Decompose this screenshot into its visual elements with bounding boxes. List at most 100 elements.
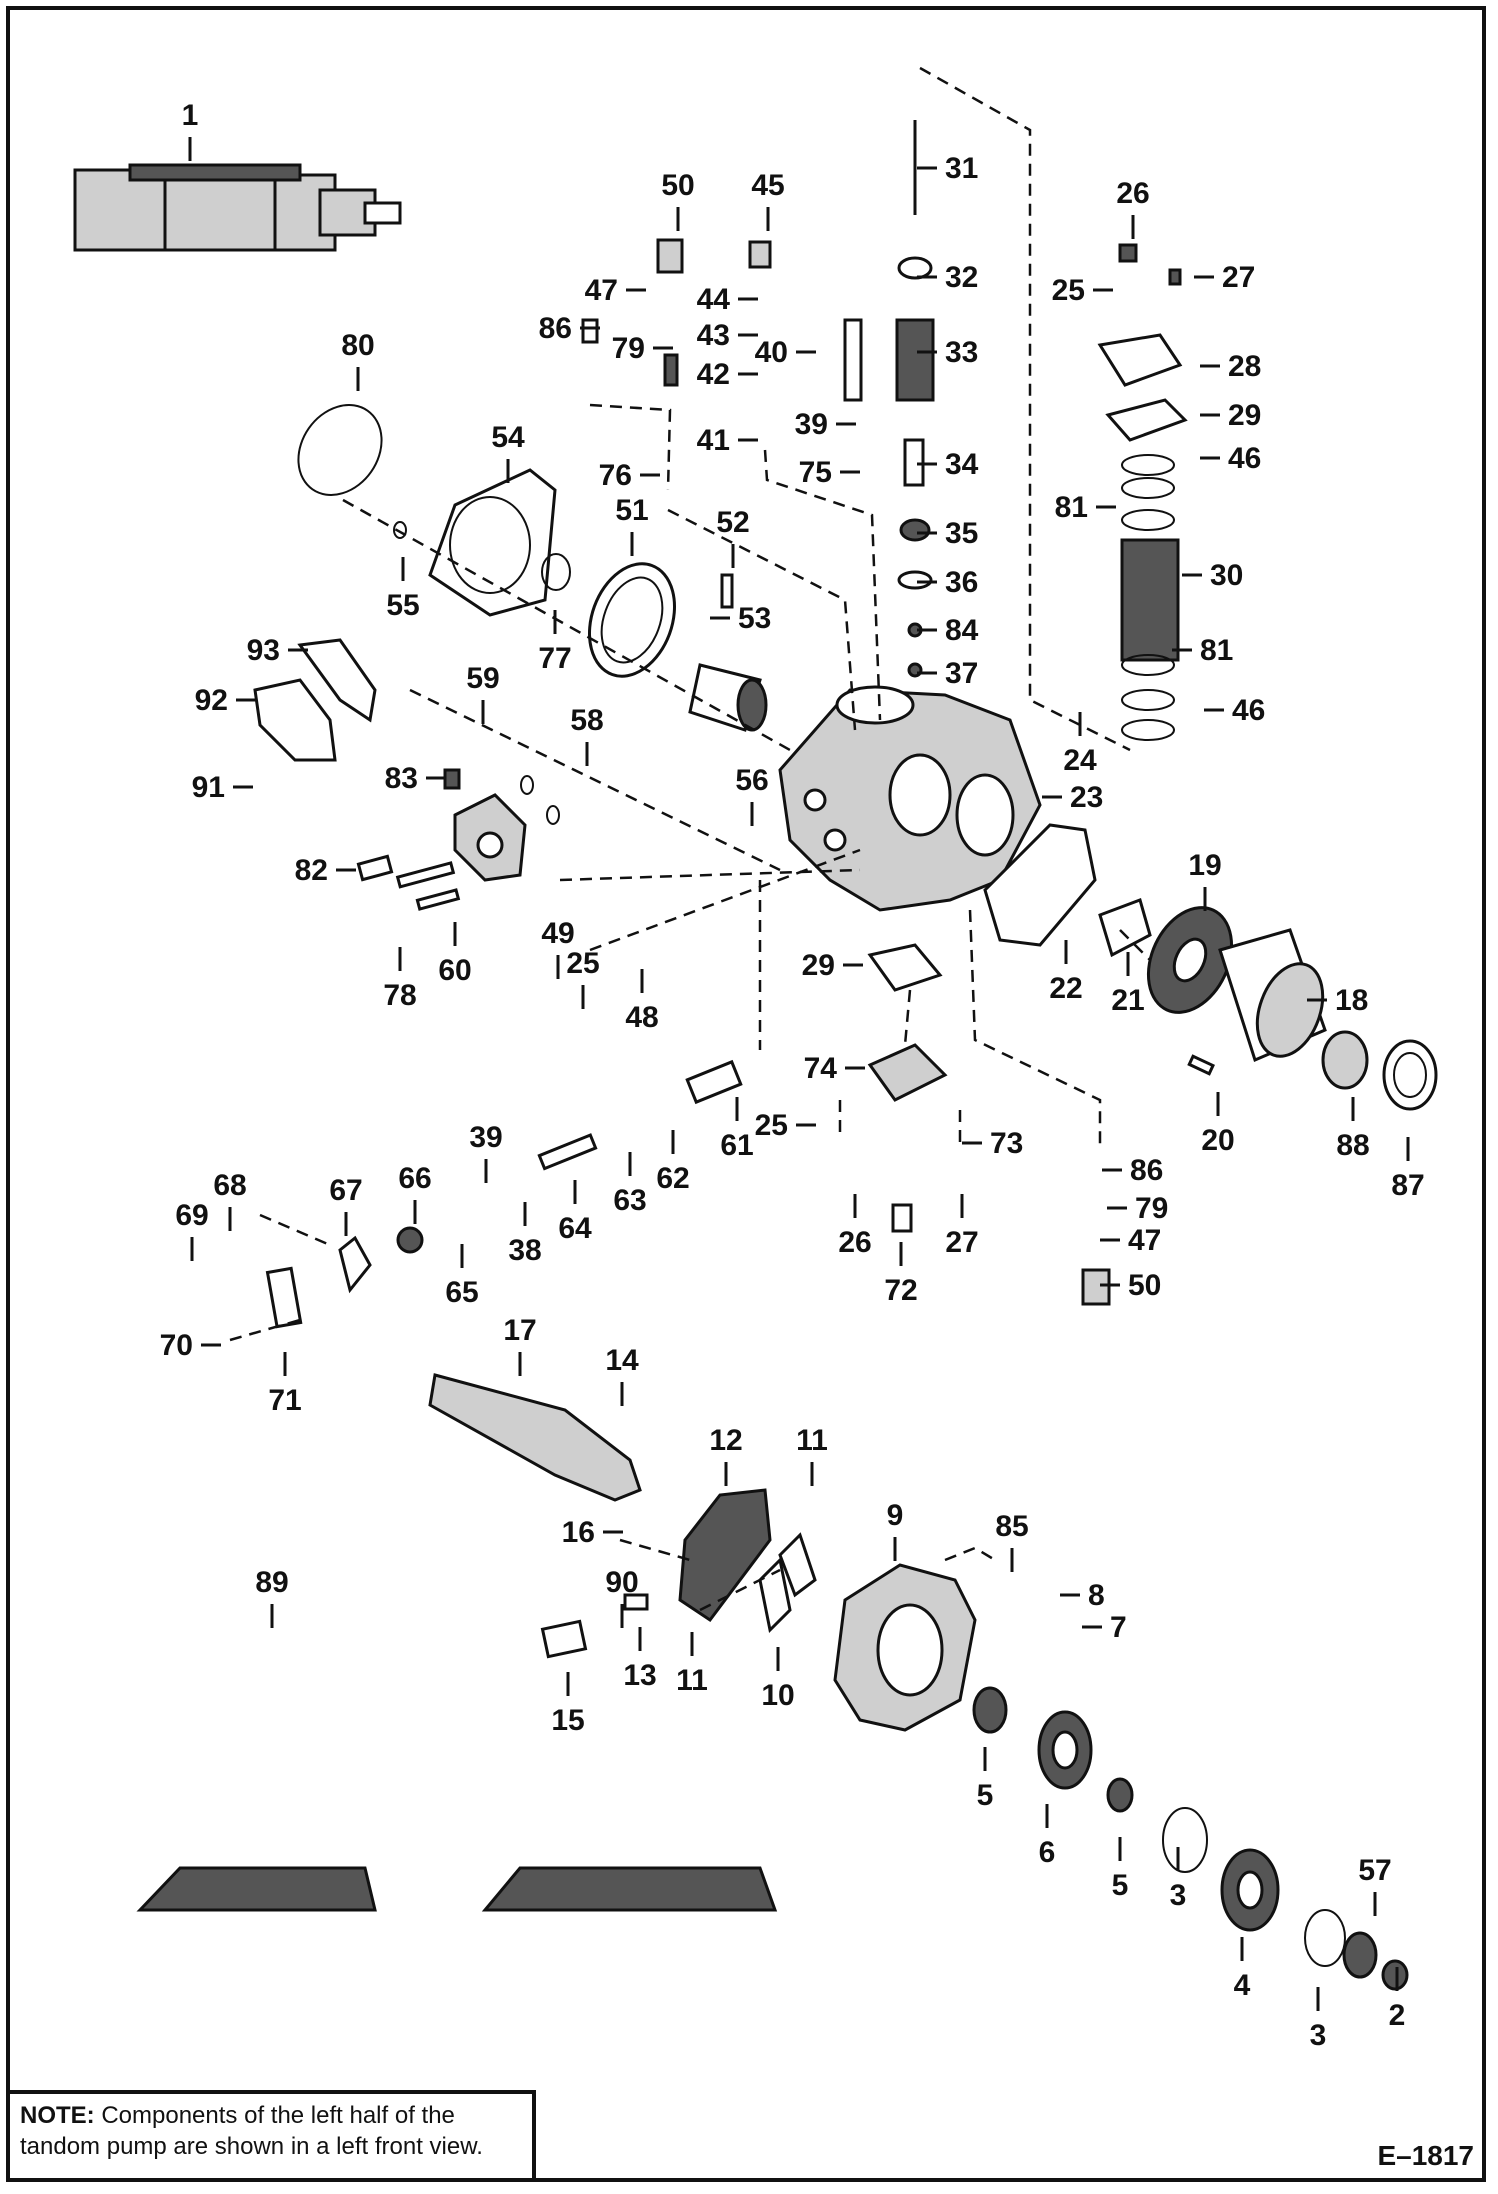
callout-number: 52 [716, 506, 749, 539]
callout-number: 56 [735, 764, 768, 797]
callout-55: 55 [386, 557, 420, 622]
callout-number: 51 [615, 494, 648, 527]
callout-number: 20 [1201, 1124, 1234, 1157]
callout-number: 26 [838, 1226, 871, 1259]
callout-91: 91 [192, 771, 253, 804]
callout-56: 56 [735, 764, 769, 826]
callout-number: 28 [1228, 350, 1261, 383]
callout-68: 68 [213, 1169, 247, 1231]
callout-number: 57 [1358, 1854, 1391, 1887]
callout-25: 25 [1052, 274, 1113, 307]
callout-46: 46 [1204, 694, 1265, 727]
callout-number: 50 [1128, 1269, 1161, 1302]
callout-63: 63 [613, 1152, 647, 1217]
callout-number: 2 [1389, 1999, 1406, 2032]
callout-number: 18 [1335, 984, 1368, 1017]
callout-51: 51 [615, 494, 649, 556]
callout-9: 9 [887, 1499, 903, 1561]
callout-87: 87 [1391, 1137, 1425, 1202]
callout-number: 21 [1111, 984, 1144, 1017]
callout-20: 20 [1201, 1092, 1235, 1157]
pump-assembly-1 [73, 163, 402, 252]
callout-number: 60 [438, 954, 471, 987]
callout-number: 6 [1039, 1836, 1056, 1869]
callout-31: 31 [917, 152, 978, 185]
callout-number: 72 [884, 1274, 917, 1307]
callout-number: 27 [1222, 261, 1255, 294]
callout-number: 40 [755, 336, 788, 369]
callout-number: 5 [977, 1779, 994, 1812]
callout-72: 72 [884, 1242, 918, 1307]
callout-27: 27 [945, 1194, 979, 1259]
callout-37: 37 [917, 657, 978, 690]
callout-19: 19 [1188, 849, 1222, 911]
callout-number: 81 [1055, 491, 1088, 524]
callout-65: 65 [445, 1244, 479, 1309]
callout-39: 39 [469, 1121, 503, 1183]
callout-86: 86 [1102, 1154, 1163, 1187]
callout-3: 3 [1170, 1847, 1186, 1912]
callout-26: 26 [838, 1194, 872, 1259]
callout-number: 54 [491, 421, 525, 454]
callout-60: 60 [438, 922, 472, 987]
callout-88: 88 [1336, 1097, 1370, 1162]
gasket-29-lower [867, 943, 943, 992]
callout-14: 14 [605, 1344, 639, 1406]
spring-33 [895, 318, 935, 402]
callout-5: 5 [1112, 1837, 1128, 1902]
callout-number: 46 [1228, 442, 1261, 475]
callout-labels: 1233455678910111112131415161718192021222… [160, 99, 1425, 2052]
callout-number: 23 [1070, 781, 1103, 814]
callout-number: 3 [1310, 2019, 1327, 2052]
callout-number: 16 [562, 1516, 595, 1549]
callout-number: 46 [1232, 694, 1265, 727]
callout-11: 11 [676, 1632, 708, 1697]
callout-23: 23 [1042, 781, 1103, 814]
o-ring-80 [297, 404, 383, 496]
callout-61: 61 [720, 1097, 754, 1162]
callout-85: 85 [995, 1510, 1029, 1572]
callout-74: 74 [804, 1052, 865, 1085]
callout-number: 29 [1228, 399, 1261, 432]
callout-number: 34 [945, 448, 979, 481]
callout-number: 53 [738, 602, 771, 635]
callout-number: 58 [570, 704, 603, 737]
gasket-29-top [1105, 398, 1188, 442]
callout-number: 93 [247, 634, 280, 667]
callout-52: 52 [716, 506, 750, 568]
callout-number: 10 [761, 1679, 794, 1712]
callout-number: 71 [268, 1384, 301, 1417]
callout-number: 84 [945, 614, 979, 647]
callout-67: 67 [329, 1174, 363, 1236]
callout-46: 46 [1200, 442, 1261, 475]
callout-84: 84 [917, 614, 979, 647]
callout-number: 63 [613, 1184, 646, 1217]
callout-30: 30 [1182, 559, 1243, 592]
callout-26: 26 [1116, 177, 1150, 239]
callout-4: 4 [1234, 1937, 1251, 2002]
callout-29: 29 [1200, 399, 1261, 432]
callout-50: 50 [1100, 1269, 1161, 1302]
callout-79: 79 [1107, 1192, 1168, 1225]
assembly-dashed-lines [229, 66, 1151, 1612]
callout-number: 11 [796, 1424, 828, 1457]
callout-number: 67 [329, 1174, 362, 1207]
callout-83: 83 [385, 762, 446, 795]
callout-27: 27 [1194, 261, 1255, 294]
callout-number: 90 [605, 1566, 638, 1599]
callout-number: 35 [945, 517, 978, 550]
callout-number: 42 [697, 358, 730, 391]
callout-number: 73 [990, 1127, 1023, 1160]
drive-shaft-17 [428, 1373, 642, 1502]
callout-number: 87 [1391, 1169, 1424, 1202]
callout-number: 41 [697, 424, 730, 457]
callout-number: 69 [175, 1199, 208, 1232]
callout-42: 42 [697, 358, 758, 391]
callout-number: 82 [295, 854, 328, 887]
callout-2: 2 [1389, 1967, 1406, 2032]
callout-number: 15 [551, 1704, 584, 1737]
callout-number: 17 [503, 1314, 536, 1347]
callout-number: 13 [623, 1659, 656, 1692]
callout-45: 45 [751, 169, 785, 231]
callout-number: 43 [697, 319, 730, 352]
